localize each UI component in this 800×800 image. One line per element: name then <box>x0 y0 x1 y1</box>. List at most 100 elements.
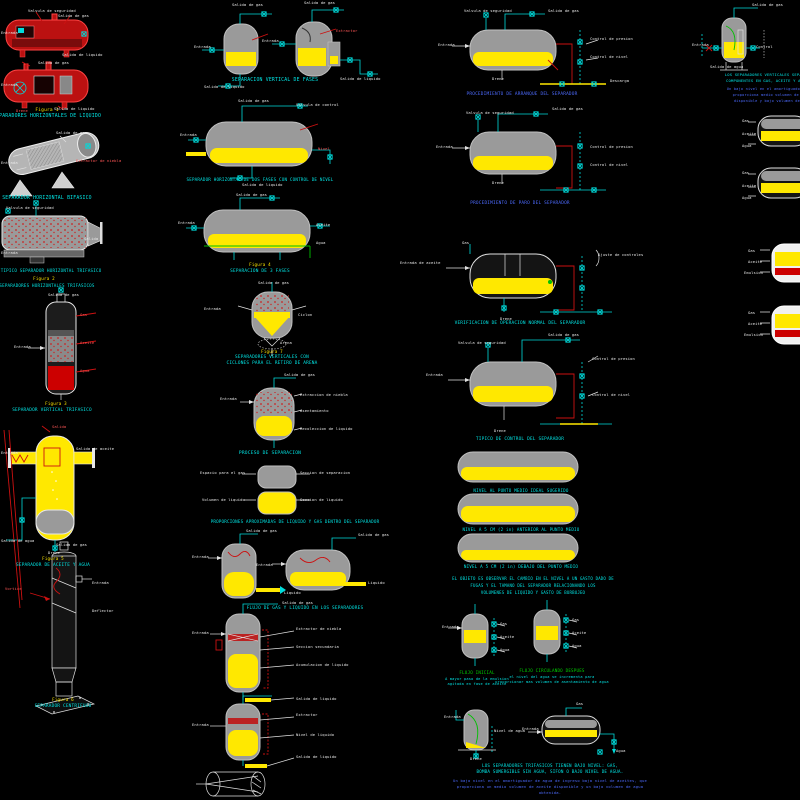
figure-caption: SEPARACION DE 3 FASES <box>230 269 290 274</box>
component-label: Valvula de seguridad <box>464 8 512 13</box>
component-label: Salida de liquido <box>62 52 103 57</box>
component-label: Gas <box>462 240 470 245</box>
figure-caption: Un bajo nivel en el amortiguador de agua <box>726 87 800 91</box>
component-label: Entrada <box>192 554 209 559</box>
component-label: Control de nivel <box>590 162 629 167</box>
component-label: Drene <box>492 76 504 81</box>
figure-caption: FLUJO CIRCULANDO DESPUES <box>519 668 585 673</box>
figure-caption: BOMBA SUMERGIBLE SIN AGUA, SIFON O BAJO … <box>476 769 624 774</box>
figure-caption: Figura 7 <box>261 349 283 354</box>
component-label: Salida <box>84 236 99 241</box>
fig-flujo-inicial <box>448 604 506 666</box>
component-label: Entrada <box>442 624 459 629</box>
component-label: Recoleccion de liquido <box>300 426 353 431</box>
component-label: Gas <box>572 617 580 622</box>
component-label: Control de presion <box>590 36 633 41</box>
figure-caption: NIVEL A 5 CM (2 in) DEBAJO DEL PUNTO MED… <box>463 564 579 569</box>
fig-nivel-punto-medio <box>457 451 579 483</box>
component-label: Acumulacion de liquido <box>296 662 349 667</box>
figure-caption: el nivel del agua se incrementa para <box>509 675 595 679</box>
component-label: Salida de gas <box>56 130 88 135</box>
fig-verificacion-operacion <box>446 244 612 315</box>
component-label: Descarga <box>610 78 630 83</box>
figure-caption: EL OBJETO ES OBSERVAR EL CAMBIO EN EL NI… <box>452 576 614 581</box>
component-label: Entrada <box>1 450 18 455</box>
component-label: Ciclon <box>298 312 313 317</box>
component-label: Entrada <box>444 714 461 719</box>
fig-separador-bota-agua-vertical <box>455 709 496 759</box>
figure-caption: TIPICO DE CONTROL DEL SEPARADOR <box>475 437 565 442</box>
fig-separador-aceite-agua <box>6 425 95 552</box>
component-label: Seccion de liquido <box>300 497 343 502</box>
figure-caption: Figura 5 <box>42 556 64 561</box>
component-label: Entrada <box>180 132 197 137</box>
component-label: Entrada <box>194 44 211 49</box>
component-label: Asentamiento <box>300 408 329 413</box>
component-label: Control <box>756 44 773 49</box>
component-label: Salida <box>52 424 67 429</box>
fig-flujo-gas-liquido <box>208 533 366 599</box>
component-label: Agua <box>742 195 752 200</box>
component-label: Deflector <box>92 608 114 613</box>
component-label: Salida de liquido <box>340 76 381 81</box>
component-label: Espacio para el gas <box>200 470 246 475</box>
component-label: Aceite <box>742 183 757 188</box>
figure-caption: FLUJO INICIAL <box>459 670 495 675</box>
fig-separador-horizontal-trifasico-moteado <box>1 200 103 264</box>
component-label: Gas <box>742 170 750 175</box>
fig-corte-emulsion-1 <box>760 243 800 283</box>
component-label: Agua <box>316 240 326 245</box>
component-label: Salida de gas <box>58 13 90 18</box>
component-label: Gas <box>80 312 88 317</box>
fig-nivel-debajo-punto-medio <box>457 533 579 563</box>
component-label: Entrada <box>204 306 221 311</box>
component-label: Seccion de separacion <box>300 470 351 475</box>
component-label: Salida de gas <box>284 372 316 377</box>
component-label: Salida de liquido <box>242 182 283 187</box>
component-label: Extractor de niebla <box>296 626 342 631</box>
component-label: Extractor <box>296 712 318 717</box>
component-label: Control de nivel <box>590 54 629 59</box>
figure-caption: obtenida. <box>538 790 562 795</box>
figure-caption: SEPARADORES HORIZONTALES DE LIQUIDO <box>0 114 102 119</box>
fig-corte-nivel-1 <box>748 115 800 147</box>
component-label: Aceite <box>80 340 95 345</box>
fig-separador-vertical-control-agua <box>701 7 765 71</box>
figure-caption: FUGAS Y EL TAMANO DEL SEPARADOR RELACION… <box>470 583 596 588</box>
fig-separador-vertical-con-ciclon <box>237 282 307 356</box>
component-label: Salida de gas <box>56 542 88 547</box>
fig-corte-emulsion-2 <box>760 305 800 345</box>
component-label: Drene <box>16 108 28 113</box>
component-label: Agua <box>572 643 582 648</box>
component-label: Entrada <box>192 630 209 635</box>
figure-caption: agitada en fase de aceite <box>447 682 507 686</box>
component-label: Salida de agua <box>710 64 744 69</box>
component-label: Gas <box>748 310 756 315</box>
component-label: Valvula de seguridad <box>6 205 54 210</box>
component-label: Salida de aceite <box>76 446 115 451</box>
figure-caption: NIVEL AL PUNTO MEDIO IDEAL SUGERIDO <box>473 488 569 493</box>
component-label: Control de presion <box>592 356 635 361</box>
component-label: Emulsion <box>744 270 764 275</box>
component-label: Valvula de seguridad <box>28 8 76 13</box>
component-label: Extraccion de niebla <box>300 392 348 397</box>
component-label: Entrada <box>92 580 109 585</box>
component-label: Agua <box>616 748 626 753</box>
component-label: Salida de liquido <box>54 106 95 111</box>
component-label: Gas <box>576 701 584 706</box>
component-label: Entrada <box>1 82 18 87</box>
figure-caption: SEPARADOR VERTICAL TRIFASICO <box>12 408 92 413</box>
figure-caption: proporciona medio volumen de aceite <box>732 93 800 97</box>
figure-caption: proporciona un medio volumen de aceite d… <box>456 784 644 789</box>
component-label: Salida de gas <box>38 60 70 65</box>
figure-caption: SEPARACION VERTICAL DE FASES <box>231 78 319 83</box>
component-label: Entrada <box>1 160 18 165</box>
component-label: Aceite <box>572 630 587 635</box>
fig-separador-vertical-trifasico-corte <box>28 287 97 400</box>
component-label: Entrada <box>426 372 443 377</box>
component-label: Arena <box>280 340 292 345</box>
fig-proporciones-liquido-gas <box>242 465 310 515</box>
figure-caption: LOS SEPARADORES VERTICALES SEPARAN LOS <box>724 72 800 77</box>
component-label: Drene <box>48 550 60 555</box>
